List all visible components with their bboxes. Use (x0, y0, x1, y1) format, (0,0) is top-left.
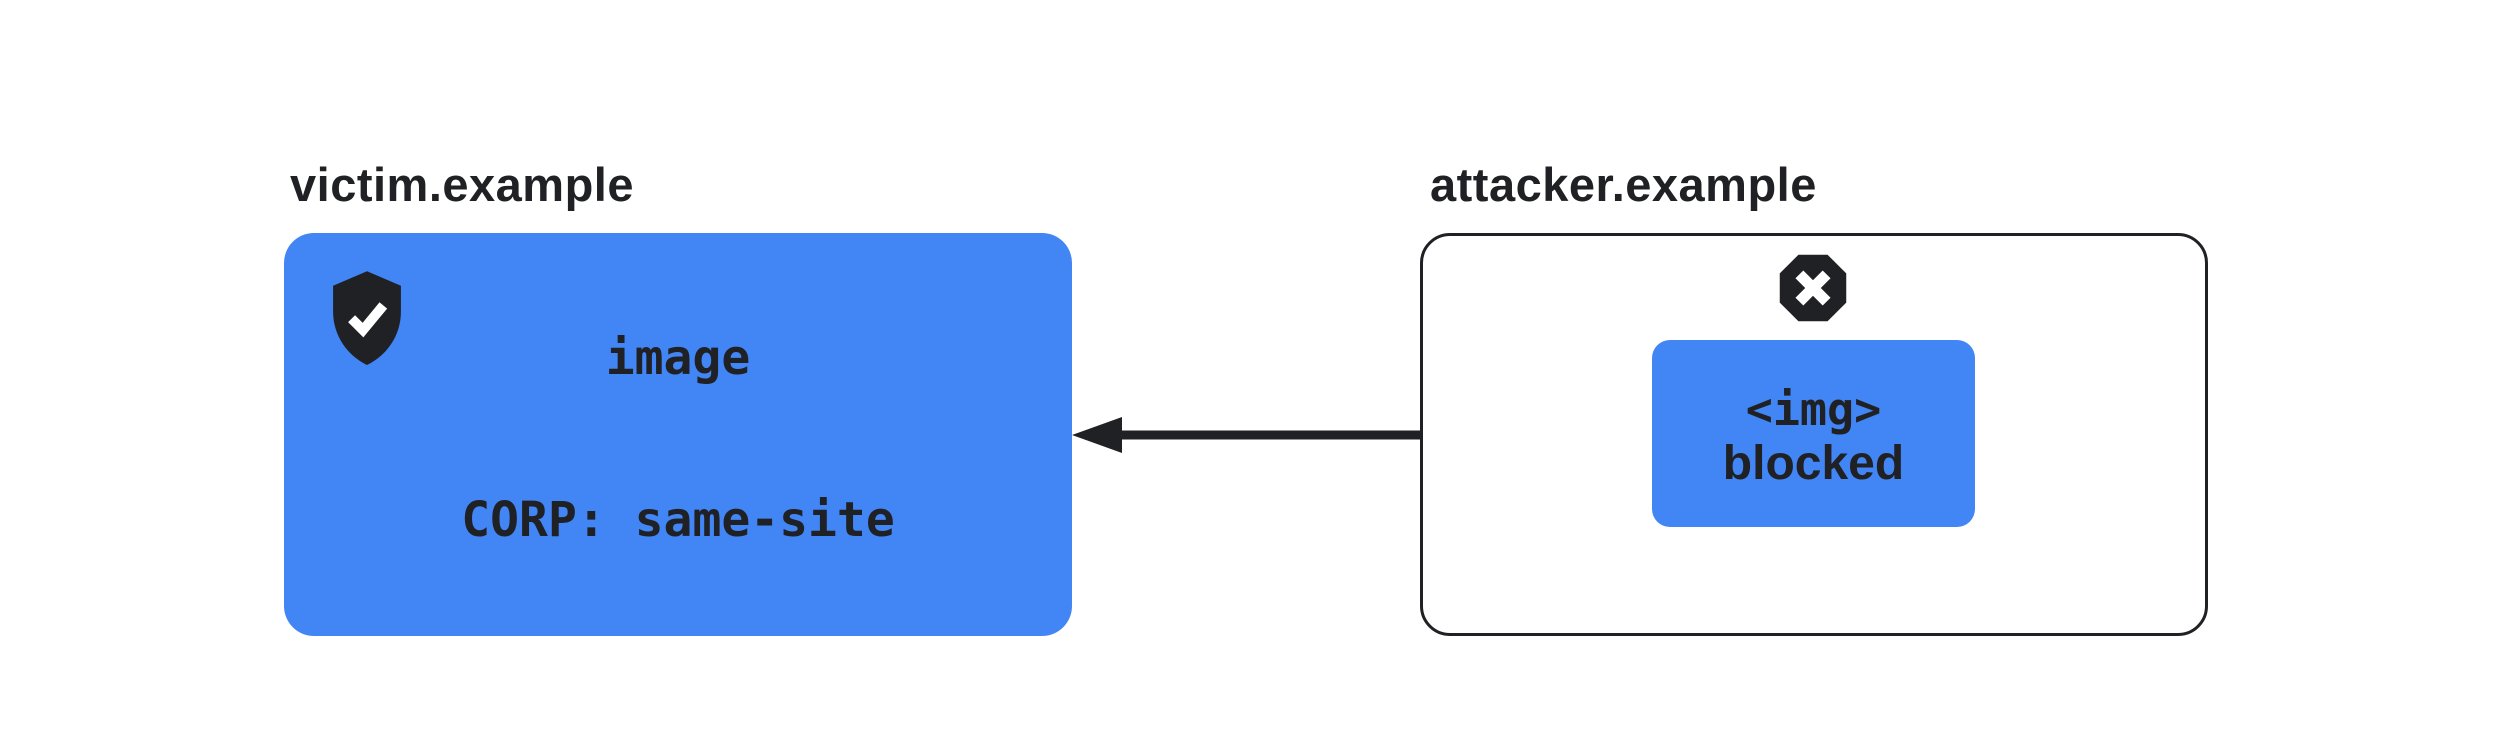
img-request-card: <img> blocked (1652, 340, 1975, 527)
blocked-x-octagon-icon (1779, 254, 1847, 322)
blocked-status-label: blocked (1722, 436, 1905, 490)
img-request-text: <img> blocked (1723, 383, 1904, 491)
shield-check-icon (333, 271, 401, 365)
victim-domain-label: victim.example (290, 158, 635, 211)
attacker-domain-label: attacker.example (1430, 158, 1817, 211)
img-tag-label: <img> (1745, 382, 1882, 436)
victim-resource-card: image CORP: same-site (284, 233, 1072, 636)
victim-resource-text: image CORP: same-site (461, 223, 894, 655)
corp-policy-label: CORP: same-site (461, 491, 895, 548)
resource-type-label: image (605, 329, 751, 386)
attacker-browser-card: <img> blocked (1420, 233, 2208, 636)
